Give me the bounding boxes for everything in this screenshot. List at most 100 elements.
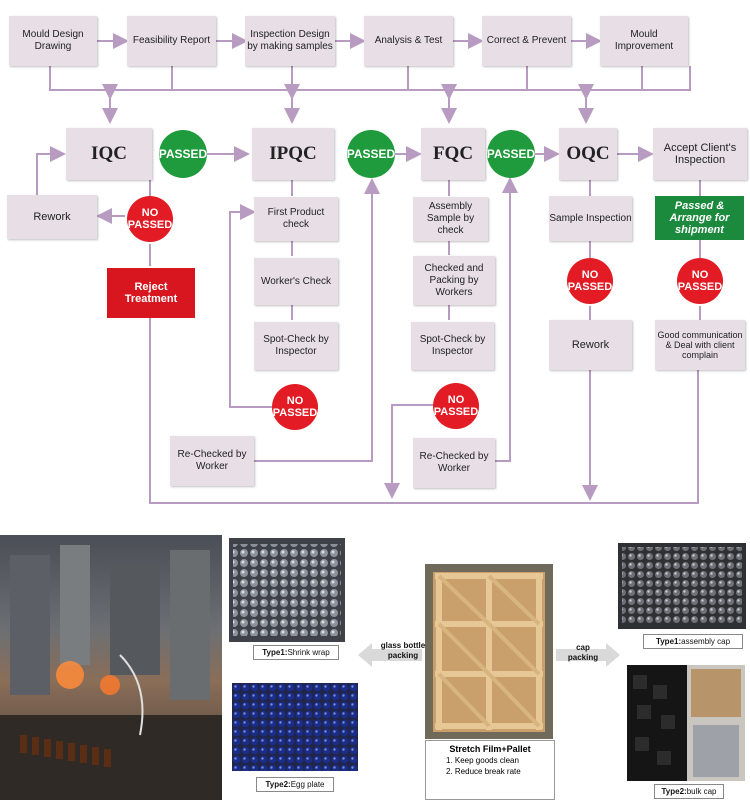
passed-badge: PASSED — [347, 130, 395, 178]
stage-iqc: IQC — [66, 128, 152, 180]
stage-ipqc: IPQC — [252, 128, 334, 180]
fqc-recheck-box: Re-Checked by Worker — [413, 438, 495, 488]
no-passed-label: NO PASSED — [567, 269, 613, 293]
no-passed-label: NO PASSED — [433, 394, 479, 418]
arrow-label: glass bottle packing — [380, 641, 426, 660]
fqc-assembly-sample: Assembly Sample by check — [413, 197, 488, 241]
stage-oqc: OQC — [559, 128, 617, 180]
glass-packing-label: glass bottle packing — [380, 641, 426, 661]
fqc-checked-packing: Checked and Packing by Workers — [413, 256, 495, 305]
cap-packing-arrow — [556, 643, 620, 667]
ipqc-spot-check: Spot-Check by Inspector — [254, 322, 338, 370]
pallet-item: 2. Reduce break rate — [446, 767, 521, 776]
caption-type2-egg-plate: Type2:Egg plate — [256, 777, 334, 792]
caption-text: bulk cap — [686, 787, 717, 796]
oqc-sample-inspection: Sample Inspection — [549, 196, 632, 241]
caption-text: Egg plate — [290, 780, 325, 789]
fqc-spot-check: Spot-Check by Inspector — [411, 322, 494, 370]
process-inspection-design: Inspection Design by making samples — [245, 16, 335, 66]
step-label: Spot-Check by Inspector — [263, 334, 329, 357]
no-passed-badge: NO PASSED — [272, 384, 318, 430]
arrow-label: cap packing — [567, 643, 599, 662]
caption-type: Type2: — [661, 787, 687, 796]
glass-packing-arrow — [358, 643, 422, 667]
no-passed-label: NO PASSED — [677, 269, 723, 293]
caption-type: Type2: — [265, 780, 291, 789]
passed-badge: PASSED — [159, 130, 207, 178]
process-label: Mould Improvement — [614, 29, 674, 52]
step-label: Checked and Packing by Workers — [424, 262, 484, 298]
pallet-photo — [425, 564, 553, 739]
step-label: Assembly Sample by check — [426, 201, 475, 236]
no-passed-label: NO PASSED — [272, 395, 318, 419]
complain-label: Good communication & Deal with client co… — [657, 330, 743, 360]
pallet-item: 1. Keep goods clean — [446, 756, 519, 765]
caption-type: Type1: — [262, 648, 288, 657]
wooden-crate-pallet-image — [433, 572, 545, 732]
passed-label: PASSED — [346, 147, 396, 161]
assembly-caps-image — [622, 547, 742, 625]
caption-type1-shrink-wrap: Type1:Shrink wrap — [253, 645, 339, 660]
client-complain-box: Good communication & Deal with client co… — [655, 320, 745, 370]
ipqc-recheck-box: Re-Checked by Worker — [170, 436, 254, 486]
reject-treatment-box: Reject Treatment — [107, 268, 195, 318]
step-label: Re-Checked by Worker — [177, 449, 247, 472]
ipqc-worker-check: Worker's Check — [254, 258, 338, 305]
shipment-label: Passed & Arrange for shipment — [669, 200, 730, 236]
step-label: First Product check — [267, 207, 325, 230]
process-feasibility: Feasibility Report — [127, 16, 216, 66]
process-mould-design: Mould Design Drawing — [9, 16, 97, 66]
passed-arrange-shipment: Passed & Arrange for shipment — [655, 196, 744, 240]
process-label: Mould Design Drawing — [22, 29, 84, 52]
process-label: Inspection Design by making samples — [247, 29, 333, 52]
no-passed-badge: NO PASSED — [677, 258, 723, 304]
flow-connectors — [36, 33, 701, 504]
stage-fqc: FQC — [421, 128, 485, 180]
process-label: Feasibility Report — [132, 35, 211, 46]
process-correct-prevent: Correct & Prevent — [482, 16, 571, 66]
egg-plate-photo — [232, 683, 358, 771]
bottles-egg-plate-image — [232, 683, 358, 771]
stage-label: Accept Client's Inspection — [663, 142, 737, 166]
no-passed-badge: NO PASSED — [433, 383, 479, 429]
no-passed-badge: NO PASSED — [127, 196, 173, 242]
iqc-rework-box: Rework — [7, 195, 97, 239]
stage-label: FQC — [432, 143, 474, 164]
pallet-info-box: Stretch Film+Pallet 1. Keep goods clean … — [425, 740, 555, 800]
step-label: Rework — [571, 339, 610, 351]
passed-label: PASSED — [486, 147, 536, 161]
process-label: Analysis & Test — [374, 35, 443, 46]
cap-packing-label: cap packing — [560, 643, 606, 663]
shrink-wrap-photo — [229, 538, 345, 642]
step-label: Re-Checked by Worker — [419, 451, 489, 474]
bottles-shrink-wrap-image — [233, 544, 341, 636]
stage-accept-client-inspection: Accept Client's Inspection — [653, 128, 747, 180]
step-label: Worker's Check — [260, 275, 332, 287]
rework-label: Rework — [33, 211, 71, 223]
oqc-rework-box: Rework — [549, 320, 632, 370]
caption-type: Type1: — [655, 637, 682, 646]
pallet-title: Stretch Film+Pallet — [449, 744, 531, 754]
stage-label: IPQC — [269, 143, 317, 164]
stage-label: OQC — [566, 143, 610, 164]
stage-label: IQC — [91, 143, 127, 164]
factory-machine-image — [0, 545, 222, 800]
assembly-cap-photo — [618, 543, 746, 629]
step-label: Spot-Check by Inspector — [419, 334, 486, 357]
step-label: Sample Inspection — [549, 212, 632, 224]
passed-badge: PASSED — [487, 130, 535, 178]
process-label: Correct & Prevent — [486, 35, 567, 46]
ipqc-first-product-check: First Product check — [254, 197, 338, 241]
caption-type2-bulk-cap: Type2:bulk cap — [654, 784, 724, 799]
bulk-caps-image — [627, 665, 741, 781]
caption-text: Shrink wrap — [287, 648, 330, 657]
process-analysis-test: Analysis & Test — [364, 16, 453, 66]
reject-label: Reject Treatment — [124, 281, 178, 305]
no-passed-badge: NO PASSED — [567, 258, 613, 304]
process-mould-improvement: Mould Improvement — [600, 16, 688, 66]
bulk-cap-photo — [627, 665, 745, 781]
factory-production-photo — [0, 535, 222, 800]
passed-label: PASSED — [158, 147, 208, 161]
caption-text: assembly cap — [681, 637, 731, 646]
caption-type1-assembly-cap: Type1:assembly cap — [643, 634, 743, 649]
